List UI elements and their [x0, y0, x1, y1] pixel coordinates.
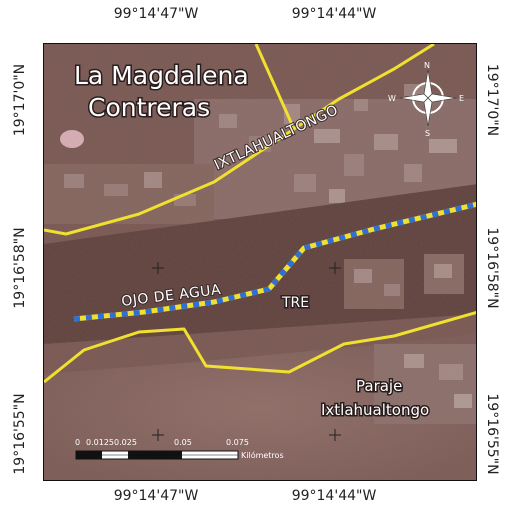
place-label-paraje-line1: Paraje: [356, 377, 402, 395]
bottom-longitude-label: 99°14'47"W: [113, 488, 199, 504]
road-ixtlahualtongo: [44, 44, 435, 236]
graticule-crosses: [152, 262, 341, 441]
scale-tick-1: 0.0125: [86, 438, 114, 447]
imagery-texture: [44, 44, 476, 480]
compass-s-label: S: [425, 129, 430, 138]
compass-e-label: E: [459, 94, 464, 103]
roads: [44, 44, 476, 384]
compass-w-label: W: [388, 94, 396, 103]
scale-tick-0: 0: [75, 438, 80, 447]
compass-rose-icon: N S E W: [388, 61, 464, 138]
scale-unit: Kilómetros: [241, 450, 284, 460]
right-latitude-label: 19°16'55"N: [484, 393, 500, 475]
top-longitude-label: 99°14'47"W: [113, 6, 199, 22]
left-latitude-label: 19°16'58"N: [12, 227, 28, 309]
compass-n-label: N: [424, 61, 430, 70]
top-longitude-label: 99°14'44"W: [291, 6, 377, 22]
place-label-paraje-line2: Ixtlahualtongo: [321, 401, 429, 419]
left-latitude-label: 19°16'55"N: [12, 393, 28, 475]
scale-tick-2: 0.025: [114, 438, 137, 447]
scale-tick-3: 0.05: [174, 438, 192, 447]
right-latitude-label: 19°16'58"N: [484, 227, 500, 309]
scale-bar: 0 0.0125 0.025 0.05 0.075 Kilómetros: [75, 438, 284, 460]
bottom-longitude-label: 99°14'44"W: [291, 488, 377, 504]
road-connector: [254, 44, 296, 130]
route-ojo-de-agua: [73, 201, 476, 322]
scale-tick-4: 0.075: [226, 438, 249, 447]
map-frame[interactable]: La Magdalena Contreras IXTLAHUALTONGO OJ…: [43, 43, 477, 481]
right-latitude-label: 19°17'0"N: [484, 63, 500, 137]
map-canvas: La Magdalena Contreras IXTLAHUALTONGO OJ…: [44, 44, 476, 480]
map-title-line1: La Magdalena: [74, 61, 249, 90]
map-title-line2: Contreras: [88, 93, 210, 122]
left-latitude-label: 19°17'0"N: [12, 63, 28, 137]
place-label-tre: TRE: [281, 295, 309, 311]
road-ojo-south: [44, 311, 476, 384]
